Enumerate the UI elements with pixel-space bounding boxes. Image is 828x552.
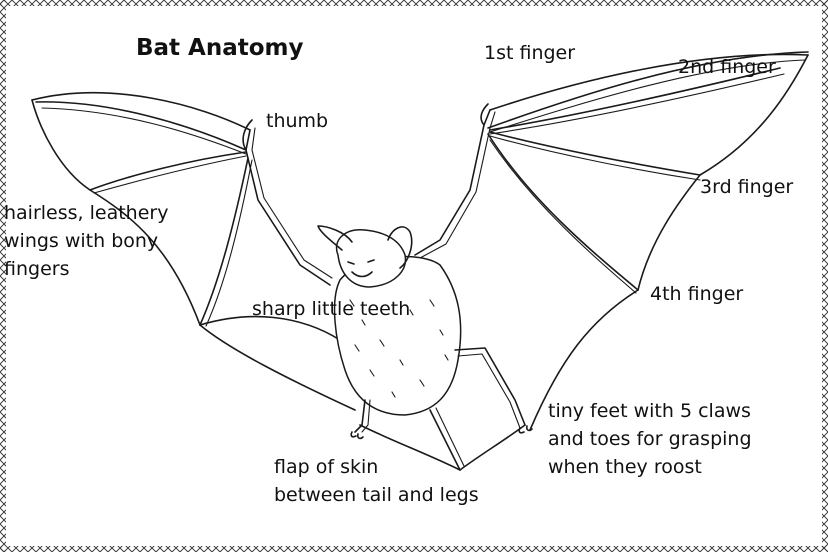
- label-flap-line2: between tail and legs: [274, 484, 479, 506]
- label-3rd-finger: 3rd finger: [700, 176, 793, 198]
- label-2nd-finger: 2nd finger: [678, 56, 776, 78]
- label-feet-line1: tiny feet with 5 claws: [548, 400, 751, 422]
- label-teeth: sharp little teeth: [252, 298, 410, 320]
- label-flap-line1: flap of skin: [274, 456, 378, 478]
- label-4th-finger: 4th finger: [650, 283, 743, 305]
- tail-membrane: [360, 408, 525, 470]
- diagram-title: Bat Anatomy: [136, 35, 304, 61]
- label-feet-line2: and toes for grasping: [548, 428, 752, 450]
- label-wings-line2: wings with bony: [4, 230, 158, 252]
- label-feet-line3: when they roost: [548, 456, 702, 478]
- label-wings-line1: hairless, leathery: [4, 202, 168, 224]
- label-wings-line3: fingers: [4, 258, 69, 280]
- label-1st-finger: 1st finger: [484, 42, 575, 64]
- right-wing: [415, 52, 808, 430]
- bat-body: [318, 226, 532, 438]
- label-thumb: thumb: [266, 110, 328, 132]
